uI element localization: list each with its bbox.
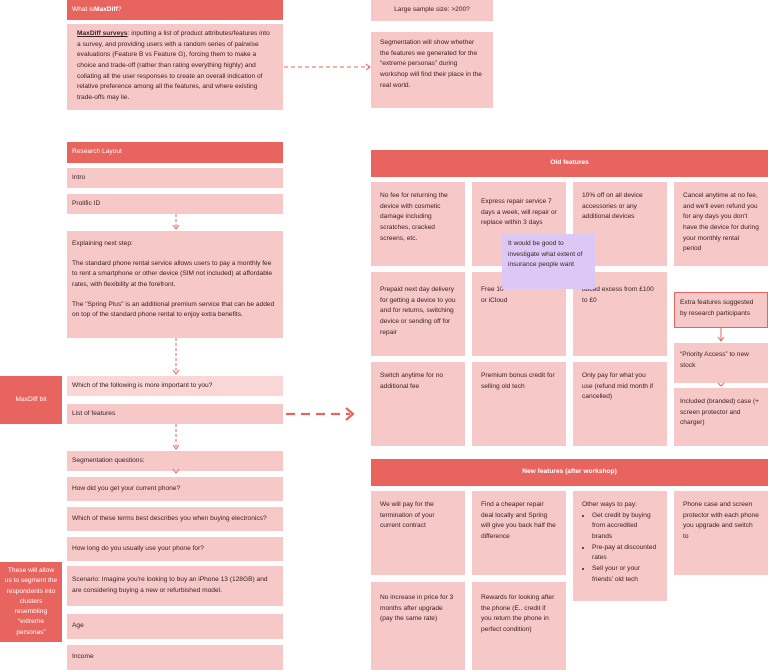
- explain-paragraph-2: The "Spring Plus" is an additional premi…: [72, 300, 275, 319]
- sample-size-title: Large sample size: >200?: [394, 6, 470, 14]
- old-feature-text: No fee for returning the device with cos…: [380, 192, 448, 242]
- intro-label: Intro: [72, 173, 86, 181]
- whatis-body: : inputting a list of product attributes…: [77, 30, 270, 102]
- seg-question-income: Income: [67, 645, 283, 670]
- segment-clusters-note: These will allow us to segment the respo…: [0, 562, 62, 642]
- new-feature-text: Find a cheaper repair deal locally and S…: [481, 501, 556, 541]
- new-features-title: New features (after workshop): [522, 468, 617, 476]
- seg-question-income-label: Income: [72, 653, 94, 661]
- new-feature-card: No increase in price for 3 months after …: [371, 582, 465, 670]
- arrow-head-icon: [172, 224, 180, 230]
- extra-features-title: Extra features suggested by research par…: [680, 299, 754, 317]
- old-feature-card: Prepaid next day delivery for getting a …: [371, 272, 465, 356]
- whatis-title-suffix: ?: [117, 5, 122, 13]
- extra-feature-text: “Priority Access” to new stock: [680, 351, 749, 369]
- segmentation-header-label: Segmentation questions:: [72, 456, 145, 464]
- explain-title: Explaining next step:: [72, 240, 133, 247]
- maxdiff-question-step: Which of the following is more important…: [67, 376, 283, 396]
- new-feature-text: Phone case and screen protector with eac…: [683, 501, 759, 541]
- seg-question-phone-label: How did you get your current phone?: [72, 484, 181, 492]
- arrow-head-icon: [717, 336, 725, 342]
- maxdiff-question-label: Which of the following is more important…: [72, 381, 213, 389]
- seg-question-age-label: Age: [72, 622, 84, 630]
- old-feature-text: Premium bonus credit for selling old tec…: [481, 372, 555, 390]
- whatis-title-prefix: What is: [72, 5, 94, 13]
- old-feature-card: Premium bonus credit for selling old tec…: [472, 362, 566, 446]
- chevron-down-icon: [717, 382, 725, 387]
- old-feature-text: 10% off on all device accessories or any…: [582, 192, 643, 221]
- extra-features-header: Extra features suggested by research par…: [674, 292, 768, 328]
- arrow-head-icon: [172, 369, 180, 375]
- seg-question-duration-label: How long do you usually use your phone f…: [72, 544, 204, 552]
- explain-paragraph-1: The standard phone rental service allows…: [72, 259, 273, 289]
- list-of-features-step: List of features: [67, 404, 283, 424]
- insurance-sticky-text: It would be good to investigate what ext…: [508, 240, 583, 269]
- segment-clusters-label: These will allow us to segment the respo…: [4, 567, 58, 636]
- research-layout-header: Research Layout: [67, 142, 283, 163]
- new-feature-card: Other ways to pay: Get credit by buying …: [573, 491, 667, 601]
- old-feature-text: Prepaid next day delivery for getting a …: [380, 286, 456, 336]
- insurance-sticky-note: It would be good to investigate what ext…: [502, 234, 595, 289]
- segmentation-header: Segmentation questions:: [67, 451, 283, 471]
- extra-feature-text: Included (branded) case (+ screen protec…: [680, 398, 759, 427]
- arrow-head-icon: [172, 444, 180, 450]
- old-feature-card: Cancel anytime at no fee, and we'll even…: [674, 182, 768, 266]
- pay-option-item: Get credit by buying from accredited bra…: [592, 511, 658, 543]
- other-ways-to-pay-title: Other ways to pay:: [582, 501, 637, 508]
- old-features-header: Old features: [371, 150, 768, 177]
- new-feature-card: Find a cheaper repair deal locally and S…: [472, 491, 566, 575]
- old-feature-card: Switch anytime for no additional fee: [371, 362, 465, 446]
- whatis-title-bold: MaxDiff: [93, 5, 118, 13]
- intro-step: Intro: [67, 168, 283, 188]
- new-feature-card: Phone case and screen protector with eac…: [674, 491, 768, 575]
- whatis-body-card: MaxDiff surveys: inputting a list of pro…: [67, 24, 283, 110]
- prolific-id-step: Prolific ID: [67, 194, 283, 214]
- sample-size-card: Large sample size: >200?: [371, 0, 493, 21]
- old-feature-card: Only pay for what you use (refund mid mo…: [573, 362, 667, 446]
- extra-feature-card: “Priority Access” to new stock: [674, 343, 768, 383]
- old-feature-text: Cancel anytime at no fee, and we'll even…: [683, 192, 759, 253]
- explain-step-card: Explaining next step: The standard phone…: [67, 231, 283, 338]
- old-feature-text-a: Free 10: [481, 286, 504, 293]
- whatis-term: MaxDiff surveys: [77, 30, 128, 37]
- new-feature-text: No increase in price for 3 months after …: [380, 594, 454, 623]
- new-feature-card: We will pay for the termination of your …: [371, 491, 465, 575]
- old-feature-text: Switch anytime for no additional fee: [380, 372, 444, 390]
- seg-question-scenario: Scenario: Imagine you're looking to buy …: [67, 566, 283, 606]
- other-ways-to-pay-list: Get credit by buying from accredited bra…: [582, 511, 658, 586]
- new-feature-card: Rewards for looking after the phone (E..…: [472, 582, 566, 670]
- maxdiff-bit-label: MaxDiff bit: [15, 395, 47, 403]
- seg-question-terms: Which of these terms best describes you …: [67, 507, 283, 531]
- seg-question-scenario-label: Scenario: Imagine you're looking to buy …: [72, 576, 268, 594]
- segmentation-note-card: Segmentation will show whether the featu…: [371, 32, 493, 108]
- prolific-id-label: Prolific ID: [72, 199, 101, 207]
- old-feature-text: duced excess from £100 to £0: [582, 286, 654, 304]
- arrow-head-icon: [365, 63, 371, 71]
- old-feature-card: No fee for returning the device with cos…: [371, 182, 465, 266]
- seg-question-terms-label: Which of these terms best describes you …: [72, 514, 267, 522]
- whatis-header: What is MaxDiff?: [67, 0, 283, 20]
- arrow-head-icon: [345, 407, 355, 421]
- research-layout-title: Research Layout: [72, 148, 122, 156]
- maxdiff-bit-note: MaxDiff bit: [0, 376, 62, 424]
- new-features-header: New features (after workshop): [371, 459, 768, 486]
- new-feature-text: Rewards for looking after the phone (E..…: [481, 594, 555, 634]
- extra-feature-card: Included (branded) case (+ screen protec…: [674, 388, 768, 446]
- old-feature-text-b: or iCloud: [481, 296, 508, 304]
- list-of-features-label: List of features: [72, 409, 116, 417]
- old-features-title: Old features: [550, 159, 589, 167]
- old-feature-text: Express repair service 7 days a week, wi…: [481, 198, 557, 227]
- seg-question-age: Age: [67, 614, 283, 639]
- seg-question-phone: How did you get your current phone?: [67, 477, 283, 501]
- pay-option-item: Sell your or your friends' old tech: [592, 564, 658, 585]
- old-feature-text: Only pay for what you use (refund mid mo…: [582, 372, 654, 401]
- segmentation-note-text: Segmentation will show whether the featu…: [380, 39, 482, 89]
- pay-option-item: Pre-pay at discounted rates: [592, 543, 658, 564]
- new-feature-text: We will pay for the termination of your …: [380, 501, 435, 530]
- seg-question-duration: How long do you usually use your phone f…: [67, 537, 283, 561]
